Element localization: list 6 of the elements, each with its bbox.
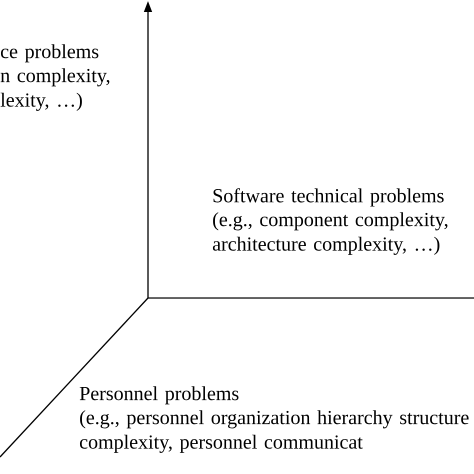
axis-label: ce problems	[0, 44, 98, 62]
axis-label: Personnel problems	[80, 386, 238, 404]
axis-label: Software technical problems	[214, 188, 444, 207]
axis-label: n complexity, lexity, …)	[0, 68, 110, 111]
axis-label: (e.g., component complexity, architecture complexity, …)	[212, 212, 448, 255]
axis-label: (e.g., personnel organization hierarchy structure complexity, personnel communicat	[80, 410, 469, 453]
